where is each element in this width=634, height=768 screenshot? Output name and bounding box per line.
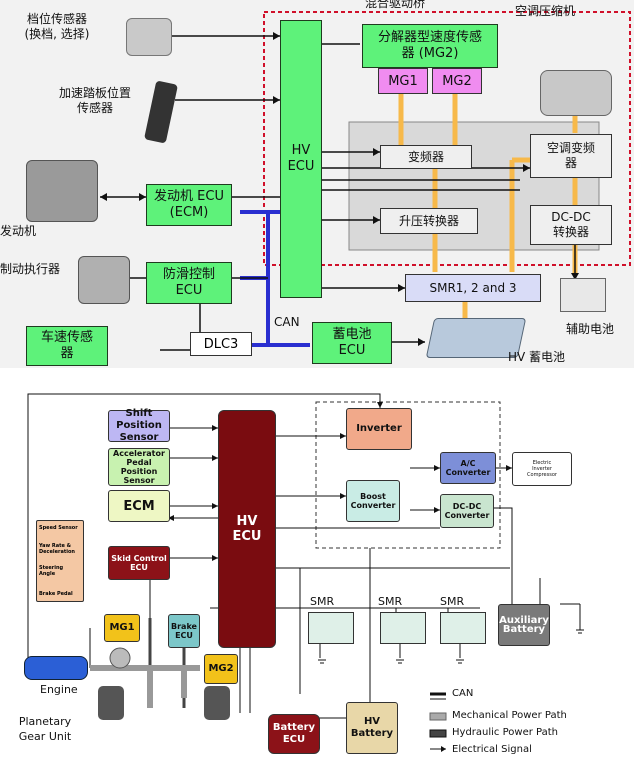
mg2-box: MG2 [432, 68, 482, 94]
hybrid-transaxle-label: 混合驱动桥 [365, 0, 426, 10]
engine-ecu-box: 发动机 ECU (ECM) [146, 184, 232, 226]
power-box-border [315, 401, 501, 549]
legend-hydraulic: Hydraulic Power Path [452, 727, 558, 738]
resolver-box: 分解器型速度传感 器 (MG2) [362, 24, 498, 68]
smr-relay-2 [380, 612, 426, 644]
speed-sensor-box: 车速传感 器 [26, 326, 108, 366]
inverter-box: Inverter [346, 408, 412, 450]
ac-converter-box: A/C Converter [440, 452, 496, 484]
brake-actuator-label: 制动执行器 [0, 262, 61, 276]
engine-icon [26, 160, 98, 222]
aux-battery-box: Auxiliary Battery [498, 604, 550, 646]
dcdc-box: DC-DC 转换器 [530, 205, 612, 245]
wheel-right-icon [204, 686, 230, 720]
mg1-box: MG1 [378, 68, 428, 94]
wheel-left-icon [98, 686, 124, 720]
skid-ecu-box: 防滑控制 ECU [146, 262, 232, 304]
accel-pedal-sensor-box: Accelerator Pedal Position Sensor [108, 448, 170, 486]
mg2-box: MG2 [204, 654, 238, 684]
smr-label-2: SMR [378, 595, 403, 608]
brake-pedal-input: Brake Pedal [39, 591, 73, 597]
bottom-signal-lines [27, 393, 581, 719]
hv-battery-label: HV 蓄电池 [508, 350, 566, 364]
skid-inputs-panel: Speed Sensor Yaw Rate & Deceleration Ste… [36, 520, 84, 602]
compressor-box: Electric Inverter Compressor [512, 452, 572, 486]
boost-converter-box: 升压转换器 [380, 208, 478, 234]
inverter-box: 变频器 [380, 145, 472, 169]
ground-symbols [318, 629, 584, 664]
hv-battery-box: HV Battery [346, 702, 398, 754]
battery-ecu-box: 蓄电池 ECU [312, 322, 392, 364]
brake-actuator-icon [78, 256, 130, 304]
bottom-arrowheads [168, 402, 512, 561]
smr-relay-1 [308, 612, 354, 644]
aux-battery-icon [560, 278, 606, 312]
shift-sensor-label: 档位传感器 (换档, 选择) [24, 12, 90, 41]
legend-symbols [429, 692, 447, 752]
mg1-box: MG1 [104, 614, 140, 642]
planetary-gear-icon [109, 647, 131, 669]
steering-input: Steering Angle [39, 565, 64, 577]
smr-box: SMR1, 2 and 3 [405, 274, 541, 302]
hv-ecu-box: HV ECU [280, 20, 322, 298]
skid-control-ecu-box: Skid Control ECU [108, 546, 170, 580]
top-diagram: 混合驱动桥 档位传感器 (换档, 选择) 加速踏板位置 传感器 发动机 制动执行… [0, 0, 634, 368]
hybrid-transaxle-border [263, 11, 631, 266]
bottom-diagram: Shift Position Sensor Accelerator Pedal … [0, 368, 634, 768]
boost-converter-box: Boost Converter [346, 480, 400, 522]
dcdc-converter-box: DC-DC Converter [440, 494, 494, 528]
ac-inverter-box: 空调变频 器 [530, 134, 612, 178]
legend-mechanical: Mechanical Power Path [452, 710, 567, 721]
engine-label: 发动机 [0, 224, 37, 238]
yaw-rate-input: Yaw Rate & Deceleration [39, 543, 75, 555]
battery-ecu-box: Battery ECU [268, 714, 320, 754]
shift-sensor-icon [126, 18, 172, 56]
shift-position-sensor-box: Shift Position Sensor [108, 408, 170, 443]
smr-relay-3 [440, 612, 486, 644]
legend-electrical: Electrical Signal [452, 744, 532, 755]
ac-compressor-label: 空调压缩机 [515, 4, 576, 18]
mechanical-paths [90, 665, 200, 708]
engine-icon [24, 656, 88, 680]
smr-label-3: SMR [440, 595, 465, 608]
accel-sensor-label: 加速踏板位置 传感器 [58, 86, 131, 115]
hv-ecu-box: HV ECU [218, 410, 276, 648]
brake-ecu-box: Brake ECU [168, 614, 200, 648]
can-label: CAN [274, 315, 300, 329]
ac-compressor-icon [540, 70, 612, 116]
planetary-gear-label: Planetary Gear Unit [18, 715, 72, 743]
engine-label: Engine [40, 683, 78, 696]
speed-sensor-input: Speed Sensor [39, 525, 78, 531]
ecm-box: ECM [108, 490, 170, 522]
legend-can: CAN [452, 688, 474, 699]
smr-label-1: SMR [310, 595, 335, 608]
dlc3-box: DLC3 [190, 332, 252, 356]
aux-battery-label: 辅助电池 [566, 322, 615, 336]
arrowheads [100, 32, 579, 346]
bottom-connectors [27, 393, 584, 752]
